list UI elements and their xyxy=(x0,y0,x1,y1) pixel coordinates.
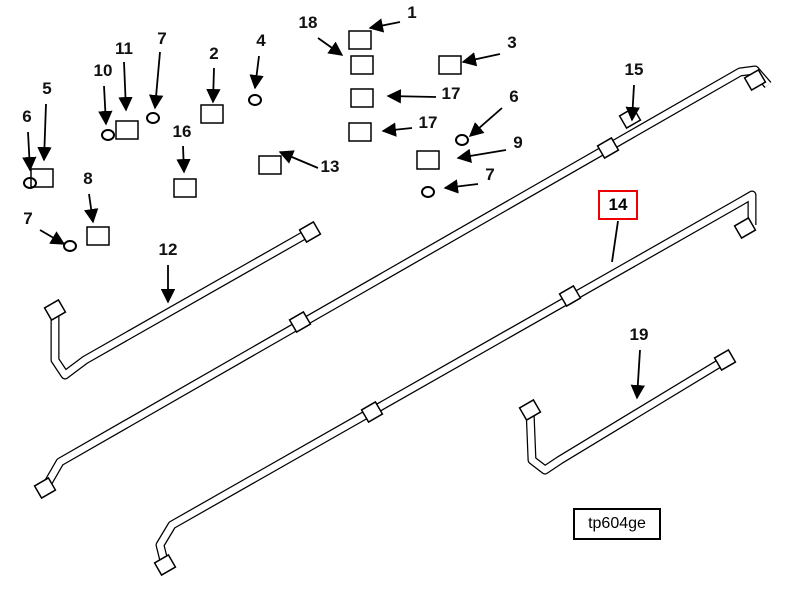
hose-fitting xyxy=(43,298,67,322)
callout-arrow xyxy=(468,107,503,137)
tee-fitting xyxy=(438,55,462,75)
callout-label-19: 19 xyxy=(630,325,649,344)
hose-fitting xyxy=(618,106,642,130)
clamp-plate xyxy=(350,55,374,75)
callout-label-5: 5 xyxy=(42,79,51,98)
callout-label-7: 7 xyxy=(23,209,32,228)
adapter xyxy=(86,226,110,246)
callout-arrow xyxy=(278,150,319,169)
o-ring xyxy=(101,129,115,141)
callout-arrow xyxy=(381,122,413,137)
callout-label-13: 13 xyxy=(321,157,340,176)
adapter xyxy=(115,120,139,140)
callout-arrow xyxy=(37,103,52,162)
callout-label-11: 11 xyxy=(115,39,133,58)
callout-label-7: 7 xyxy=(485,165,494,184)
callout-label-16: 16 xyxy=(173,122,192,141)
hose-12-inner xyxy=(51,229,312,379)
hose-fitting xyxy=(596,136,620,160)
highlighted-callout-14[interactable]: 14 xyxy=(598,190,638,220)
callout-label-7: 7 xyxy=(157,29,166,48)
callout-label-1: 1 xyxy=(407,3,416,22)
nut xyxy=(173,178,197,198)
hose-19-inner xyxy=(526,357,727,474)
hose-fitting xyxy=(733,216,757,240)
washer xyxy=(248,94,262,106)
o-ring xyxy=(421,186,435,198)
bolt xyxy=(348,30,372,50)
callout-label-4: 4 xyxy=(256,31,266,50)
hose-fitting xyxy=(713,348,737,372)
callout-label-6: 6 xyxy=(22,107,31,126)
hose-15-inner xyxy=(42,66,771,490)
callout-label-2: 2 xyxy=(209,44,218,63)
callout-arrow xyxy=(368,18,401,33)
callout-arrow xyxy=(386,89,437,104)
hose-fitting xyxy=(360,400,384,424)
callout-label-17: 17 xyxy=(442,84,461,103)
o-ring xyxy=(146,112,160,124)
valve-block xyxy=(416,150,440,170)
hose-fitting xyxy=(153,553,177,577)
bolt xyxy=(200,104,224,124)
callout-arrow xyxy=(84,193,99,224)
callout-label-17: 17 xyxy=(419,113,438,132)
callout-arrow xyxy=(461,52,501,67)
clamp-block xyxy=(348,122,372,142)
callout-label-9: 9 xyxy=(513,133,522,152)
callout-label-18: 18 xyxy=(299,13,318,32)
bracket xyxy=(258,155,282,175)
callout-label-8: 8 xyxy=(83,169,92,188)
o-ring xyxy=(63,240,77,252)
callout-14-leader xyxy=(611,220,619,263)
hose-fitting xyxy=(298,220,322,244)
hose-fitting xyxy=(33,476,57,500)
clamp-block xyxy=(350,88,374,108)
callout-label-6: 6 xyxy=(509,87,518,106)
hose-15 xyxy=(41,65,772,491)
hose-fitting xyxy=(518,398,542,422)
drawing-code-label: tp604ge xyxy=(573,508,661,540)
callout-arrow xyxy=(630,349,645,400)
callout-arrow xyxy=(625,84,640,122)
callout-arrow xyxy=(148,51,164,110)
hose-14 xyxy=(155,190,757,567)
callout-arrow xyxy=(443,179,479,194)
plug xyxy=(30,168,54,188)
callout-label-3: 3 xyxy=(507,33,516,52)
hose-fitting xyxy=(288,310,312,334)
hose-fitting xyxy=(743,68,767,92)
callout-arrow xyxy=(22,131,37,172)
callout-label-10: 10 xyxy=(94,61,113,80)
callout-arrow xyxy=(249,55,264,90)
callout-arrow xyxy=(39,229,66,245)
hose-fitting xyxy=(558,284,582,308)
callout-arrow xyxy=(317,37,344,56)
callout-arrow xyxy=(176,145,191,174)
callout-arrow xyxy=(206,67,221,104)
callout-arrow xyxy=(98,85,113,126)
o-ring xyxy=(455,134,469,146)
hose-14-inner xyxy=(156,191,756,566)
callout-label-15: 15 xyxy=(625,60,644,79)
callout-arrow xyxy=(118,61,133,112)
callout-arrow xyxy=(456,148,507,163)
o-ring xyxy=(23,177,37,189)
callout-label-12: 12 xyxy=(159,240,178,259)
